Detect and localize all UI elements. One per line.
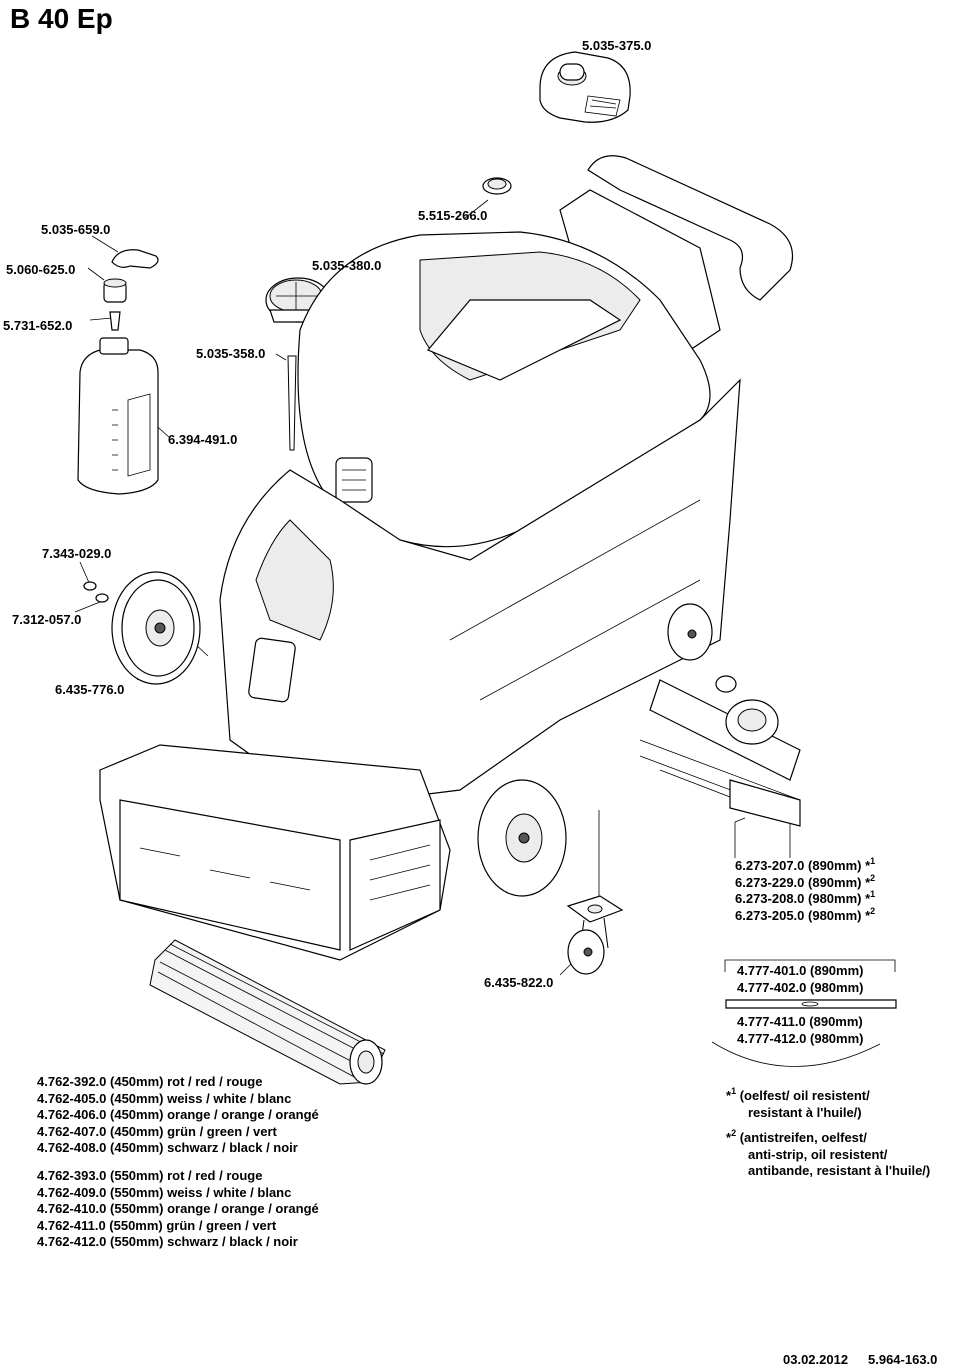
drain-rod-part bbox=[287, 355, 297, 451]
part-label-5515266: 5.515-266.0 bbox=[418, 208, 488, 223]
brush-item: 4.762-406.0 (450mm) orange / orange / or… bbox=[37, 1107, 319, 1122]
brush-list-450: 4.762-392.0 (450mm) rot / red / rouge 4.… bbox=[37, 1074, 319, 1157]
roller-brush-part bbox=[149, 939, 386, 1085]
brush-item: 4.762-407.0 (450mm) grün / green / vert bbox=[37, 1123, 277, 1139]
brush-item: 4.762-408.0 (450mm) schwarz / black / no… bbox=[37, 1140, 298, 1155]
part-label-5060625: 5.060-625.0 bbox=[6, 262, 76, 277]
brush-item: 4.762-410.0 (550mm) orange / orange / or… bbox=[37, 1201, 319, 1216]
brush-item: 4.762-392.0 (450mm) rot / red / rouge bbox=[37, 1074, 263, 1089]
part-label-5035659: 5.035-659.0 bbox=[41, 222, 111, 237]
page-title: B 40 Ep bbox=[10, 3, 113, 34]
part-label-6394491: 6.394-491.0 bbox=[168, 432, 238, 447]
squeegee-strip-list: 4.777-411.0 (890mm) 4.777-412.0 (980mm) bbox=[737, 1014, 863, 1047]
part-label-5035375: 5.035-375.0 bbox=[582, 38, 652, 53]
squeegee-assembly bbox=[639, 675, 801, 827]
part-label-7312057: 7.312-057.0 bbox=[12, 612, 82, 627]
detergent-cap-part bbox=[539, 51, 631, 123]
part-label-5035358: 5.035-358.0 bbox=[196, 346, 266, 361]
brush-item: 4.762-405.0 (450mm) weiss / white / blan… bbox=[37, 1090, 292, 1106]
part-label-6435822: 6.435-822.0 bbox=[484, 975, 554, 990]
frame-item: 4.777-401.0 (890mm) bbox=[737, 963, 864, 978]
brush-list-550: 4.762-393.0 (550mm) rot / red / rouge 4.… bbox=[37, 1168, 319, 1251]
footer-date: 03.02.2012 bbox=[783, 1352, 849, 1367]
detergent-canister-part bbox=[77, 337, 159, 495]
squeegee-item: 6.273-205.0 (980mm) *2 bbox=[735, 905, 876, 923]
strip-item: 4.777-412.0 (980mm) bbox=[737, 1030, 864, 1046]
squeegee-item: 6.273-207.0 (890mm) *1 bbox=[735, 856, 876, 874]
wheel-rings-parts bbox=[83, 581, 109, 603]
squeegee-list: 6.273-207.0 (890mm) *1 6.273-229.0 (890m… bbox=[735, 856, 876, 924]
part-label-5035380: 5.035-380.0 bbox=[312, 258, 382, 273]
footnote-1: *1 (oelfest/ oil resistent/ resistant à … bbox=[726, 1086, 870, 1120]
part-label-7343029: 7.343-029.0 bbox=[42, 546, 112, 561]
squeegee-item: 6.273-208.0 (980mm) *1 bbox=[735, 889, 876, 907]
rear-wheel-part bbox=[111, 571, 201, 685]
squeegee-item: 6.273-229.0 (890mm) *2 bbox=[735, 872, 876, 890]
footer-doc-number: 5.964-163.0 bbox=[868, 1352, 938, 1367]
castor-wheel-part bbox=[566, 895, 624, 975]
filter-cap-part bbox=[482, 177, 512, 195]
scrubber-machine-body bbox=[99, 155, 794, 961]
brush-item: 4.762-412.0 (550mm) schwarz / black / no… bbox=[37, 1234, 298, 1249]
squeegee-blade-parts bbox=[725, 999, 897, 1009]
brush-item: 4.762-393.0 (550mm) rot / red / rouge bbox=[37, 1168, 263, 1183]
brush-item: 4.762-411.0 (550mm) grün / green / vert bbox=[37, 1217, 277, 1233]
squeegee-frame-list: 4.777-401.0 (890mm) 4.777-402.0 (980mm) bbox=[737, 963, 863, 996]
part-label-6435776: 6.435-776.0 bbox=[55, 682, 125, 697]
strip-item: 4.777-411.0 (890mm) bbox=[737, 1014, 863, 1029]
part-label-5731652: 5.731-652.0 bbox=[3, 318, 73, 333]
canister-cap-parts bbox=[103, 249, 159, 331]
footnote-2: *2 (antistreifen, oelfest/ anti-strip, o… bbox=[726, 1128, 931, 1179]
brush-item: 4.762-409.0 (550mm) weiss / white / blan… bbox=[37, 1184, 292, 1200]
frame-item: 4.777-402.0 (980mm) bbox=[737, 979, 864, 995]
